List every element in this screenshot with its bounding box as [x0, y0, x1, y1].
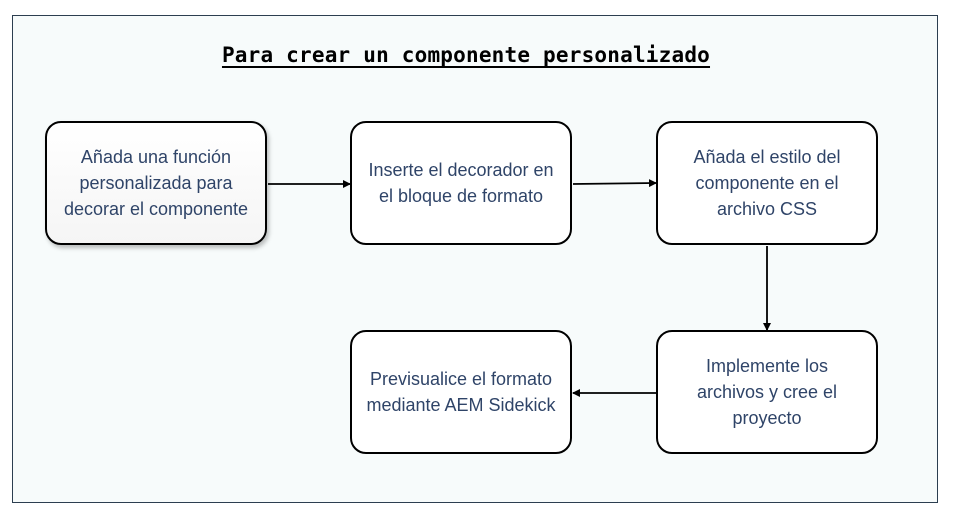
step-text-2: Inserte el decorador en el bloque de for…: [368, 160, 554, 206]
step-text-4: Implemente los archivos y cree el proyec…: [696, 356, 838, 428]
step-box-5: Previsualice el formato mediante AEM Sid…: [350, 330, 572, 454]
step-text-5: Previsualice el formato mediante AEM Sid…: [366, 369, 556, 415]
step-box-1: Añada una función personalizada para dec…: [45, 121, 267, 245]
step-text-3: Añada el estilo del componente en el arc…: [693, 147, 841, 219]
step-box-4: Implemente los archivos y cree el proyec…: [656, 330, 878, 454]
step-text-1: Añada una función personalizada para dec…: [63, 147, 249, 219]
diagram-title: Para crear un componente personalizado: [221, 43, 711, 67]
arrow-step2-to-step3: [572, 179, 657, 188]
step-box-3: Añada el estilo del componente en el arc…: [656, 121, 878, 245]
step-box-2: Inserte el decorador en el bloque de for…: [350, 121, 572, 245]
